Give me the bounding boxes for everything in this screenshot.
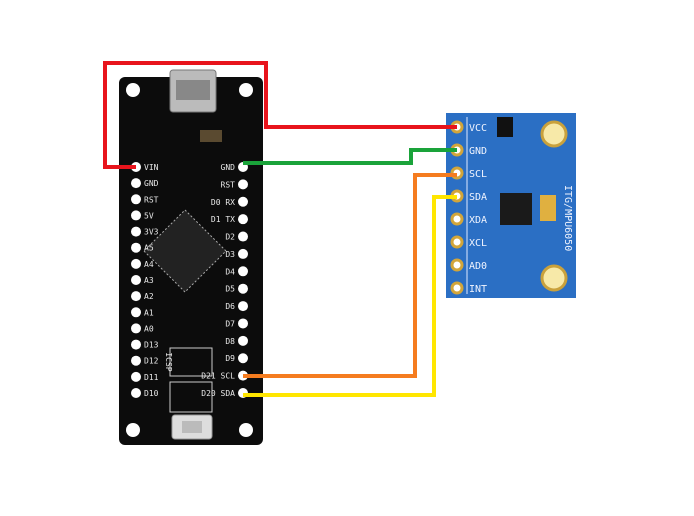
board-pin-d8 <box>238 335 248 346</box>
board-pin-a0 <box>131 323 141 334</box>
board-pin-label: 5V <box>144 211 154 220</box>
board-pin-label: 3V3 <box>144 228 159 237</box>
imu-chip <box>500 193 532 225</box>
board-pin-label: D3 <box>225 250 235 259</box>
board-pin-d2 <box>238 231 248 242</box>
board-pin-d3 <box>238 248 248 259</box>
wire-vin-to-vcc <box>103 61 457 169</box>
board-pin-label: D21 SCL <box>201 372 235 381</box>
board-pin-label: D10 <box>144 389 159 398</box>
module-pin-ad0 <box>450 258 464 272</box>
board-pin-d5 <box>238 283 248 294</box>
board-pin-label: D2 <box>225 233 235 242</box>
board-pin-label: A0 <box>144 324 154 333</box>
module-pin-label: SDA <box>469 192 487 203</box>
board-pin-a1 <box>131 307 141 318</box>
module-pin-label: XDA <box>469 215 487 226</box>
board-pin-label: GND <box>221 163 236 172</box>
board-pin-label: D8 <box>225 337 235 346</box>
wire-d20-sda-to-sda <box>243 195 457 397</box>
board-pin-5v <box>131 210 141 221</box>
board-pin-rst <box>131 194 141 205</box>
board-pin-label: A3 <box>144 276 154 285</box>
board-pin-d6 <box>238 301 248 312</box>
board-pin-d1-tx <box>238 214 248 225</box>
board-pin-d7 <box>238 318 248 329</box>
board-pin-label: A4 <box>144 260 154 269</box>
board-pin-a4 <box>131 258 141 269</box>
module-pin-int <box>450 281 464 295</box>
board-pin-a3 <box>131 275 141 285</box>
board-pin-label: A2 <box>144 292 154 301</box>
module-pin-label: INT <box>469 284 487 295</box>
board-pin-label: D5 <box>225 285 235 294</box>
board-pin-label: VIN <box>144 163 159 172</box>
arduino-nano-board: ICSP VIN GND RST 5V 3V3A5A4A3A2A1A0D13D12D11… <box>119 69 263 445</box>
board-pin-label: D1 TX <box>211 215 235 224</box>
board-pin-d9 <box>238 353 248 364</box>
board-pin-label: D4 <box>225 267 235 276</box>
board-pin-label: A1 <box>144 308 154 317</box>
module-pin-label: XCL <box>469 238 487 249</box>
board-pin-label: D0 RX <box>211 198 235 207</box>
board-pin-d12 <box>131 355 141 366</box>
board-pin-label: D9 <box>225 354 235 363</box>
board-pin-label: A5 <box>144 244 154 253</box>
board-pin-a2 <box>131 291 141 302</box>
module-pin-label: SCL <box>469 169 487 180</box>
board-pin-label: GND <box>144 179 159 188</box>
module-pin-xcl <box>450 235 464 249</box>
board-pin-label: D12 <box>144 357 159 366</box>
board-pin-label: D11 <box>144 373 159 382</box>
board-pin-a5 <box>131 242 141 253</box>
board-pin-label: D6 <box>225 302 235 311</box>
board-pin-d0-rx <box>238 196 248 207</box>
board-pin-d13 <box>131 339 141 350</box>
wire-gnd-to-gnd <box>243 148 457 165</box>
board-pin-label: D20 SDA <box>201 389 235 398</box>
wire-d21-scl-to-scl <box>243 173 457 378</box>
board-pin-label: D7 <box>225 319 235 328</box>
module-pin-label: AD0 <box>469 261 487 272</box>
module-pin-xda <box>450 212 464 226</box>
board-pin-gnd <box>131 178 141 189</box>
board-pin-rst <box>238 179 248 190</box>
board-pin-label: D13 <box>144 341 159 350</box>
board-pin-d4 <box>238 266 248 277</box>
icsp-label: ICSP <box>164 352 173 371</box>
board-pin-3v3 <box>131 226 141 237</box>
module-pin-label: VCC <box>469 123 487 134</box>
board-pin-label: RST <box>144 195 159 204</box>
board-pin-d11 <box>131 371 141 382</box>
module-name: ITG/MPU6050 <box>562 185 573 251</box>
board-pin-d10 <box>131 388 141 398</box>
module-pin-label: GND <box>469 146 487 157</box>
board-pin-label: RST <box>221 180 236 189</box>
